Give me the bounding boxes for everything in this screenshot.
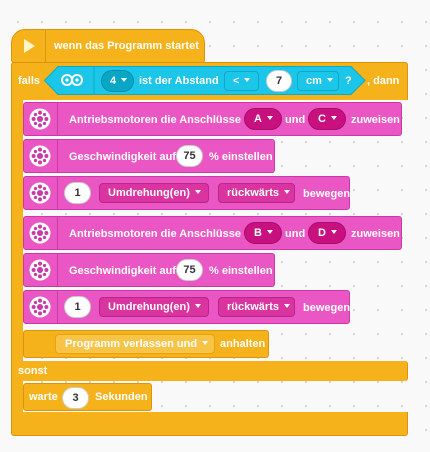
set-motors-block-2[interactable]: Antriebsmotoren die Anschlüsse B und D z…: [23, 216, 402, 250]
block-text: Geschwindigkeit auf: [69, 151, 176, 163]
block-text: Geschwindigkeit auf: [69, 265, 176, 277]
direction-dropdown[interactable]: rückwärts: [218, 183, 295, 203]
chevron-down-icon: [283, 304, 290, 309]
wait-block[interactable]: warte 3 Sekunden: [23, 383, 152, 411]
stop-option-dropdown[interactable]: Programm verlassen und: [55, 334, 215, 354]
hat-label: wenn das Programm startet: [54, 40, 199, 52]
motor-pair-icon: [24, 177, 58, 209]
suffix-text: % einstellen: [209, 151, 273, 163]
port-dropdown-1[interactable]: A: [244, 108, 282, 130]
suffix-text: % einstellen: [209, 265, 273, 277]
block-text: Antriebsmotoren die Anschlüsse: [69, 228, 241, 240]
motor-pair-icon: [24, 254, 58, 286]
unit-dropdown[interactable]: cm: [297, 71, 339, 91]
motor-pair-icon: [24, 291, 58, 323]
chevron-down-icon: [266, 116, 273, 121]
if-dann-label: , dann: [367, 75, 400, 87]
and-text: und: [285, 114, 306, 126]
condition-question-mark: ?: [345, 75, 352, 87]
else-label: sonst: [18, 365, 48, 377]
sensor-text: ist der Abstand: [139, 75, 219, 87]
else-left-arm: [11, 380, 23, 413]
sensor-port-dropdown[interactable]: 4: [101, 70, 134, 92]
chevron-down-icon: [194, 304, 201, 309]
stop-suffix: anhalten: [220, 338, 266, 350]
chevron-down-icon: [244, 78, 251, 83]
if-footer: [11, 412, 408, 436]
direction-dropdown[interactable]: rückwärts: [218, 297, 295, 317]
set-motors-block-1[interactable]: Antriebsmotoren die Anschlüsse A und C z…: [23, 102, 402, 136]
chevron-down-icon: [326, 78, 333, 83]
distance-value-input[interactable]: 7: [266, 70, 292, 92]
and-text: und: [285, 228, 306, 240]
else-row[interactable]: [11, 361, 408, 381]
motor-pair-icon: [24, 103, 58, 135]
suffix-text: zuweisen: [351, 114, 400, 126]
motor-pair-icon: [24, 140, 58, 172]
chevron-down-icon: [121, 78, 128, 83]
block-text: Antriebsmotoren die Anschlüsse: [69, 114, 241, 126]
speed-input[interactable]: 75: [176, 145, 203, 167]
if-left-arm: [11, 99, 23, 362]
suffix-text: bewegen: [303, 302, 351, 314]
start-flag-icon: [12, 30, 46, 62]
wait-label: warte: [29, 391, 58, 403]
stop-program-block[interactable]: Programm verlassen und anhalten: [23, 330, 269, 358]
amount-input[interactable]: 1: [64, 296, 91, 318]
wait-unit: Sekunden: [95, 391, 148, 403]
chevron-down-icon: [330, 116, 337, 121]
unit-dropdown[interactable]: Umdrehung(en): [99, 183, 209, 203]
port-dropdown-1[interactable]: B: [244, 222, 282, 244]
suffix-text: bewegen: [303, 188, 351, 200]
chevron-down-icon: [266, 230, 273, 235]
set-speed-block-1[interactable]: Geschwindigkeit auf 75 % einstellen: [23, 139, 275, 173]
operator-dropdown[interactable]: <: [224, 71, 259, 91]
unit-dropdown[interactable]: Umdrehung(en): [99, 297, 209, 317]
wait-seconds-input[interactable]: 3: [62, 387, 89, 409]
set-speed-block-2[interactable]: Geschwindigkeit auf 75 % einstellen: [23, 253, 275, 287]
chevron-down-icon: [283, 190, 290, 195]
move-block-1[interactable]: 1 Umdrehung(en) rückwärts bewegen: [23, 176, 350, 210]
suffix-text: zuweisen: [351, 228, 400, 240]
speed-input[interactable]: 75: [176, 259, 203, 281]
port-dropdown-2[interactable]: D: [308, 222, 346, 244]
if-falls-label: falls: [18, 75, 41, 87]
chevron-down-icon: [194, 190, 201, 195]
amount-input[interactable]: 1: [64, 182, 91, 204]
port-dropdown-2[interactable]: C: [308, 108, 346, 130]
hat-block[interactable]: wenn das Programm startet: [11, 29, 205, 63]
chevron-down-icon: [330, 230, 337, 235]
move-block-2[interactable]: 1 Umdrehung(en) rückwärts bewegen: [23, 290, 350, 324]
ultrasonic-sensor-icon: [60, 71, 84, 89]
chevron-down-icon: [202, 341, 209, 346]
motor-pair-icon: [24, 217, 58, 249]
